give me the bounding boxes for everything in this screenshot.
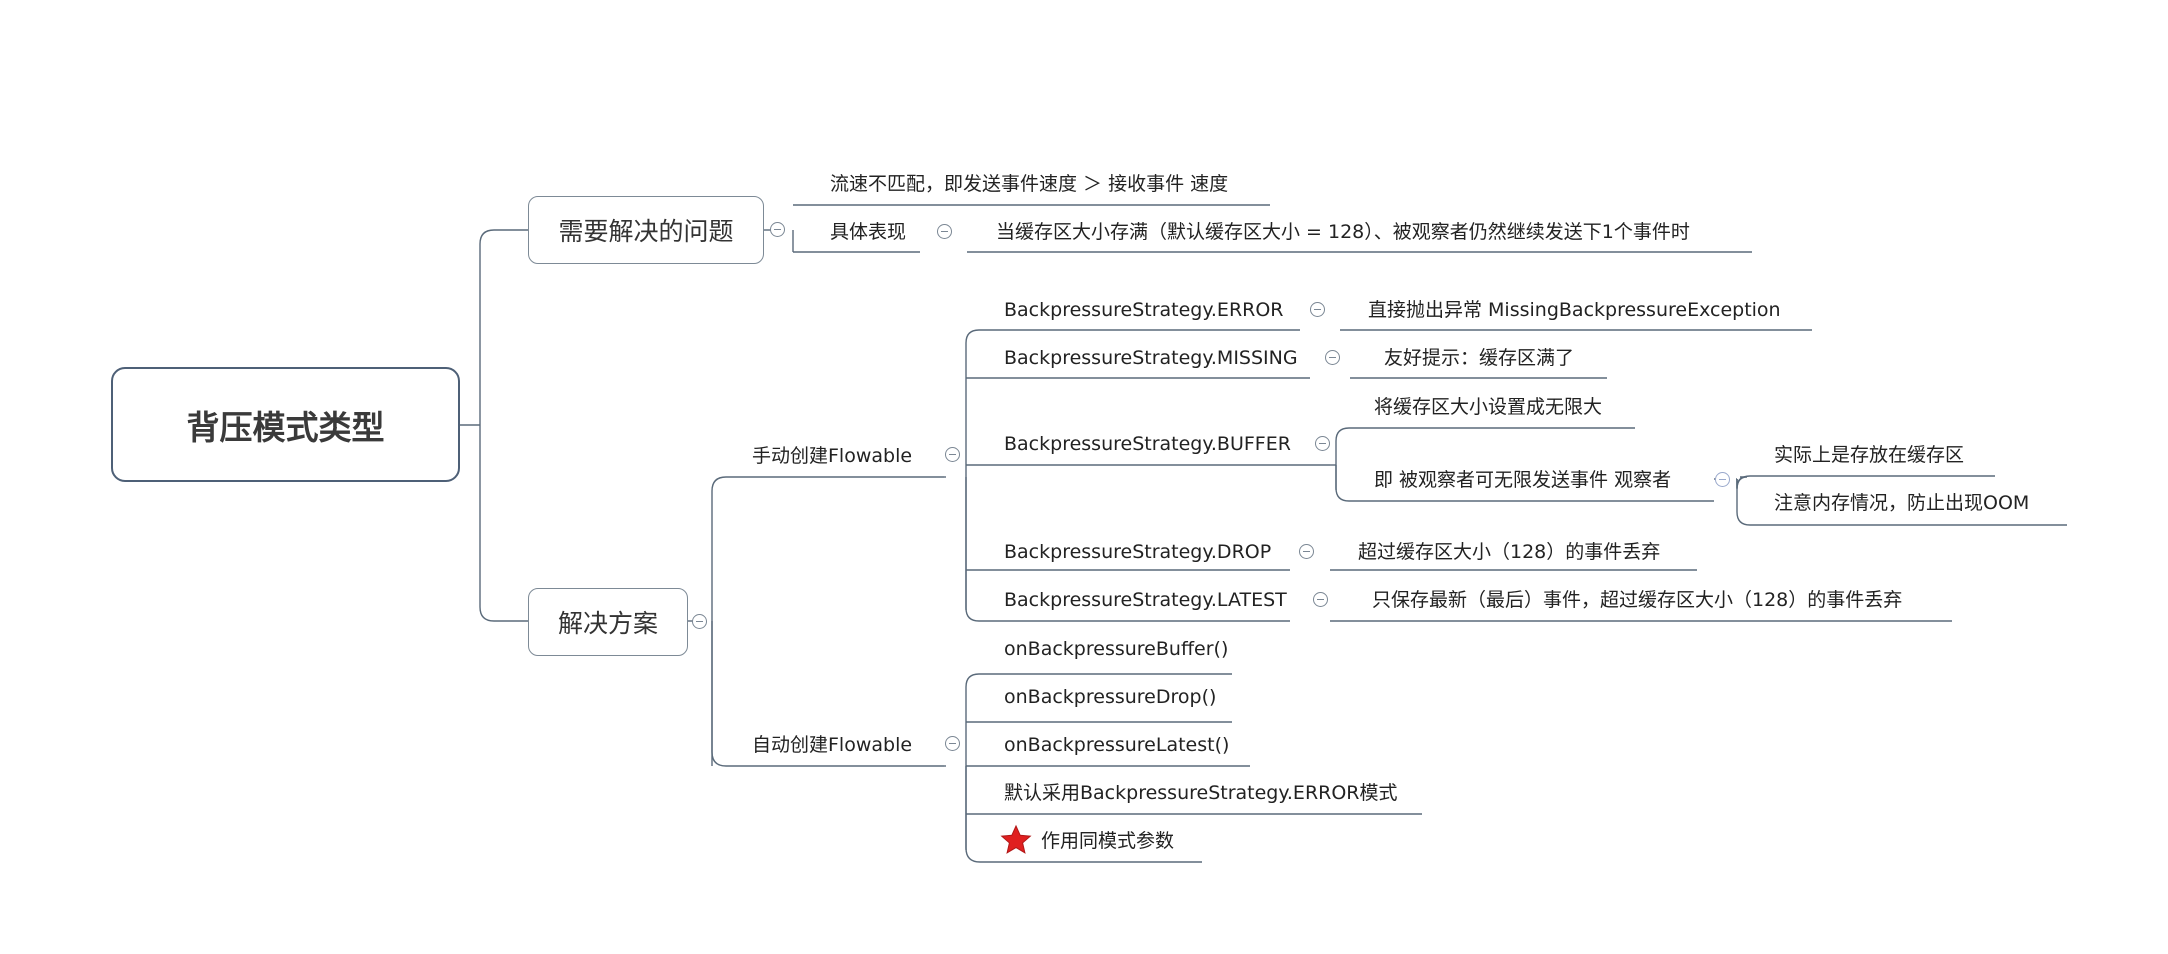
topic-problem[interactable]: 需要解决的问题 bbox=[528, 196, 764, 264]
collapse-toggle-icon[interactable] bbox=[1715, 472, 1730, 487]
strategy-drop-desc[interactable]: 超过缓存区大小（128）的事件丢弃 bbox=[1358, 541, 1661, 563]
strategy-error-desc[interactable]: 直接抛出异常 MissingBackpressureException bbox=[1368, 299, 1781, 321]
auto-item-drop[interactable]: onBackpressureDrop() bbox=[1004, 686, 1217, 708]
problem-description[interactable]: 流速不匹配，即发送事件速度 ＞ 接收事件 速度 bbox=[830, 173, 1229, 195]
problem-symptom-text[interactable]: 当缓存区大小存满（默认缓存区大小 = 128）、被观察者仍然继续发送下1个事件时 bbox=[996, 221, 1690, 243]
collapse-toggle-icon[interactable] bbox=[1313, 592, 1328, 607]
buffer-sub-1[interactable]: 实际上是存放在缓存区 bbox=[1774, 444, 1965, 466]
strategy-missing[interactable]: BackpressureStrategy.MISSING bbox=[1004, 347, 1298, 369]
auto-item-note[interactable]: 作用同模式参数 bbox=[1041, 830, 1175, 852]
topic-manual-flowable[interactable]: 手动创建Flowable bbox=[752, 445, 913, 467]
collapse-toggle-icon[interactable] bbox=[1325, 350, 1340, 365]
collapse-toggle-icon[interactable] bbox=[692, 614, 707, 629]
strategy-error[interactable]: BackpressureStrategy.ERROR bbox=[1004, 299, 1284, 321]
auto-item-default[interactable]: 默认采用BackpressureStrategy.ERROR模式 bbox=[1004, 782, 1398, 804]
collapse-toggle-icon[interactable] bbox=[945, 447, 960, 462]
strategy-buffer[interactable]: BackpressureStrategy.BUFFER bbox=[1004, 433, 1291, 455]
collapse-toggle-icon[interactable] bbox=[1299, 544, 1314, 559]
strategy-drop[interactable]: BackpressureStrategy.DROP bbox=[1004, 541, 1272, 563]
buffer-sub-2[interactable]: 注意内存情况，防止出现OOM bbox=[1774, 492, 2030, 514]
collapse-toggle-icon[interactable] bbox=[945, 736, 960, 751]
strategy-latest[interactable]: BackpressureStrategy.LATEST bbox=[1004, 589, 1287, 611]
auto-item-latest[interactable]: onBackpressureLatest() bbox=[1004, 734, 1230, 756]
collapse-toggle-icon[interactable] bbox=[1315, 436, 1330, 451]
collapse-toggle-icon[interactable] bbox=[937, 224, 952, 239]
auto-item-buffer[interactable]: onBackpressureBuffer() bbox=[1004, 638, 1229, 660]
problem-symptom-label[interactable]: 具体表现 bbox=[830, 221, 907, 243]
collapse-toggle-icon[interactable] bbox=[770, 222, 785, 237]
topic-solution[interactable]: 解决方案 bbox=[528, 588, 688, 656]
collapse-toggle-icon[interactable] bbox=[1310, 302, 1325, 317]
star-icon bbox=[1000, 824, 1032, 854]
strategy-latest-desc[interactable]: 只保存最新（最后）事件，超过缓存区大小（128）的事件丢弃 bbox=[1372, 589, 1903, 611]
topic-auto-flowable[interactable]: 自动创建Flowable bbox=[752, 734, 913, 756]
root-topic[interactable]: 背压模式类型 bbox=[111, 367, 460, 482]
strategy-missing-desc[interactable]: 友好提示：缓存区满了 bbox=[1384, 347, 1575, 369]
strategy-buffer-desc-2[interactable]: 即 被观察者可无限发送事件 观察者 bbox=[1374, 469, 1672, 491]
strategy-buffer-desc-1[interactable]: 将缓存区大小设置成无限大 bbox=[1374, 396, 1603, 418]
